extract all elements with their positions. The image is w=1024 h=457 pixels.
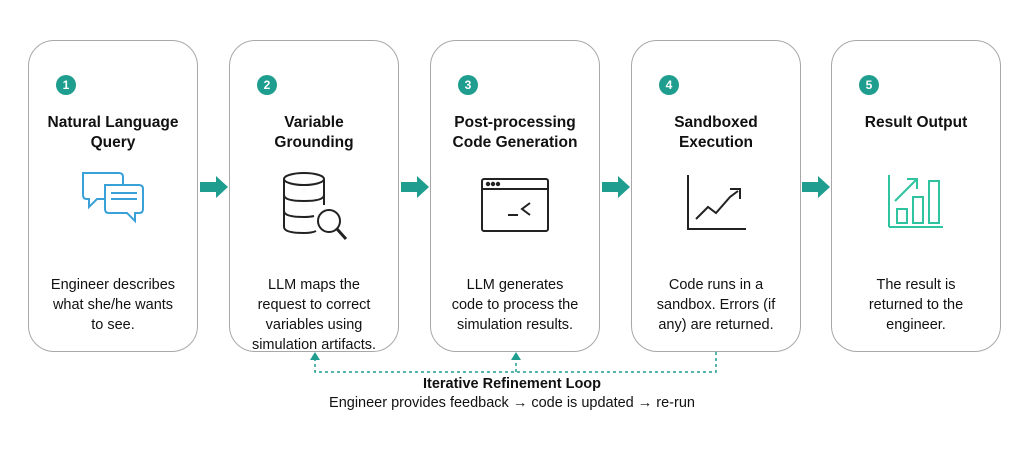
step-title: Natural Language Query xyxy=(47,114,179,151)
loop-subtitle: Engineer provides feedback → code is upd… xyxy=(329,395,695,411)
arrow-right-icon xyxy=(802,176,830,198)
step-card-2: 2 Variable Grounding LLM maps the reques… xyxy=(229,40,399,353)
step-number-badge: 3 xyxy=(458,75,478,95)
arrow-right-icon xyxy=(401,176,429,198)
step-description: The result is returned to the engineer. xyxy=(868,277,964,333)
line-chart-icon xyxy=(684,173,748,238)
step-number-badge: 2 xyxy=(257,75,277,95)
step-description: Code runs in a sandbox. Errors (if any) … xyxy=(656,277,776,333)
loop-title: Iterative Refinement Loop xyxy=(422,376,602,392)
arrow-right-icon xyxy=(602,176,630,198)
step-number-badge: 4 xyxy=(659,75,679,95)
step-number-badge: 1 xyxy=(56,75,76,95)
step-title: Result Output xyxy=(864,114,968,131)
chat-bubbles-icon xyxy=(79,169,147,230)
step-card-5: 5 Result Output The result is returned t… xyxy=(831,40,1001,352)
step-title: Sandboxed Execution xyxy=(674,114,758,151)
step-card-3: 3 Post-processing Code Generation LLM ge… xyxy=(430,40,600,352)
step-number-badge: 5 xyxy=(859,75,879,95)
step-description: LLM generates code to process the simula… xyxy=(451,277,579,333)
step-description: Engineer describes what she/he wants to … xyxy=(50,277,176,333)
step-card-4: 4 Sandboxed Execution Code runs in a san… xyxy=(631,40,801,352)
code-window-icon xyxy=(480,177,550,238)
step-description: LLM maps the request to correct variable… xyxy=(251,277,377,353)
bar-chart-icon xyxy=(887,171,945,236)
step-title: Variable Grounding xyxy=(274,114,354,151)
arrow-right-icon xyxy=(200,176,228,198)
step-card-1: 1 Natural Language Query Engineer descri… xyxy=(28,40,198,352)
step-title: Post-processing Code Generation xyxy=(452,114,578,151)
database-search-icon xyxy=(274,169,354,252)
